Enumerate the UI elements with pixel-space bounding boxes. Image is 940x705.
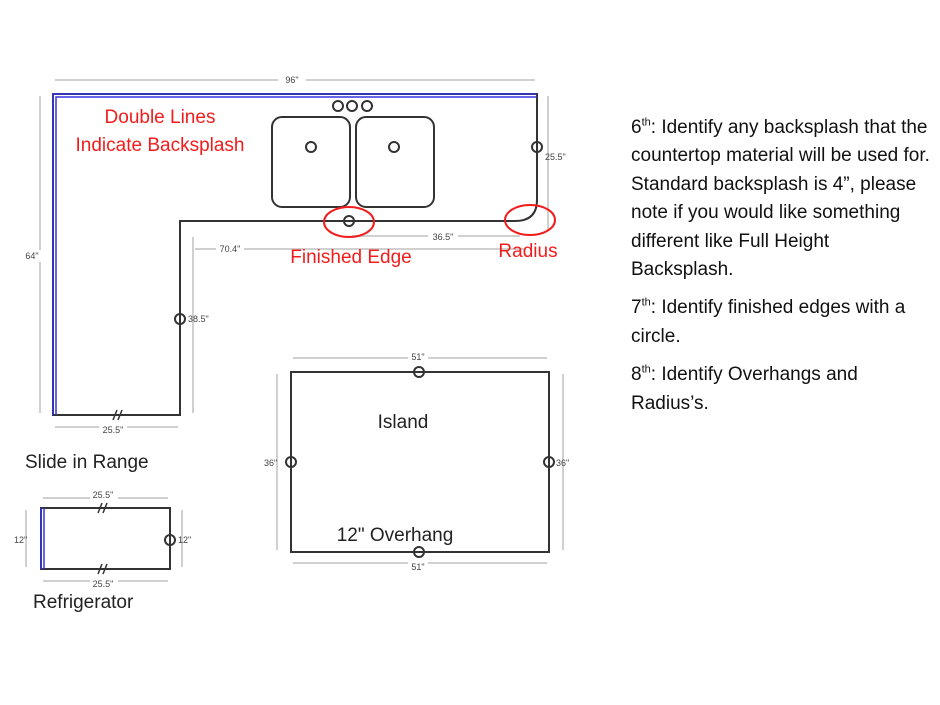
note-number: 8 <box>631 364 642 386</box>
note-text: : Identify Overhangs and Radius’s. <box>631 364 858 414</box>
overhang-label: 12" Overhang <box>337 525 454 546</box>
fridge-dim-bottom: 25.5" <box>93 579 114 589</box>
backsplash-note-line1: Double Lines <box>105 107 216 128</box>
dim-inner-left: 38.5" <box>188 314 209 324</box>
island-label: Island <box>378 412 429 433</box>
dim-bottom: 25.5" <box>103 425 124 435</box>
finished-edge-markers <box>174 141 543 325</box>
note-text: : Identify finished edges with a circle. <box>631 297 906 347</box>
instructions: 6th: Identify any backsplash that the co… <box>631 114 931 428</box>
note-suffix: th <box>641 116 651 129</box>
faucet-hole <box>346 100 358 112</box>
radius-label: Radius <box>498 241 557 262</box>
refrigerator-label: Refrigerator <box>33 592 134 613</box>
fridge-dim-left: 12" <box>14 535 27 545</box>
fridge-dim-right: 12" <box>178 535 191 545</box>
drain-hole <box>388 141 400 153</box>
range-label: Slide in Range <box>25 452 149 473</box>
faucet-hole <box>361 100 373 112</box>
island-dim-left: 36" <box>264 458 277 468</box>
finished-edge-label: Finished Edge <box>290 247 411 268</box>
note-number: 6 <box>631 117 642 138</box>
note-suffix: th <box>641 363 651 376</box>
backsplash-note-line2: Indicate Backsplash <box>76 135 245 156</box>
island-dim-bottom: 51" <box>411 562 424 572</box>
island-dim-right: 36" <box>556 458 569 468</box>
island-dim-top: 51" <box>411 352 424 362</box>
drain-hole <box>305 141 317 153</box>
note-suffix: th <box>641 297 651 310</box>
dim-inner-long: 70.4" <box>220 244 241 254</box>
note-6: 6th: Identify any backsplash that the co… <box>631 114 931 284</box>
l-countertop <box>52 93 538 421</box>
dim-left: 64" <box>25 251 38 261</box>
note-text: : Identify any backsplash that the count… <box>631 117 930 281</box>
double-sink <box>271 100 435 208</box>
note-8: 8th: Identify Overhangs and Radius’s. <box>631 361 931 418</box>
dim-inner-right: 36.5" <box>433 232 454 242</box>
note-7: 7th: Identify finished edges with a circ… <box>631 294 931 351</box>
dim-top: 96" <box>285 75 298 85</box>
note-number: 7 <box>631 297 642 319</box>
fridge-dim-top: 25.5" <box>93 490 114 500</box>
refrigerator-countertop <box>40 502 176 575</box>
dim-right: 25.5" <box>545 152 566 162</box>
faucet-hole <box>332 100 344 112</box>
radius-highlight <box>504 204 556 236</box>
finished-edge-highlight <box>323 206 375 238</box>
island <box>285 366 555 558</box>
